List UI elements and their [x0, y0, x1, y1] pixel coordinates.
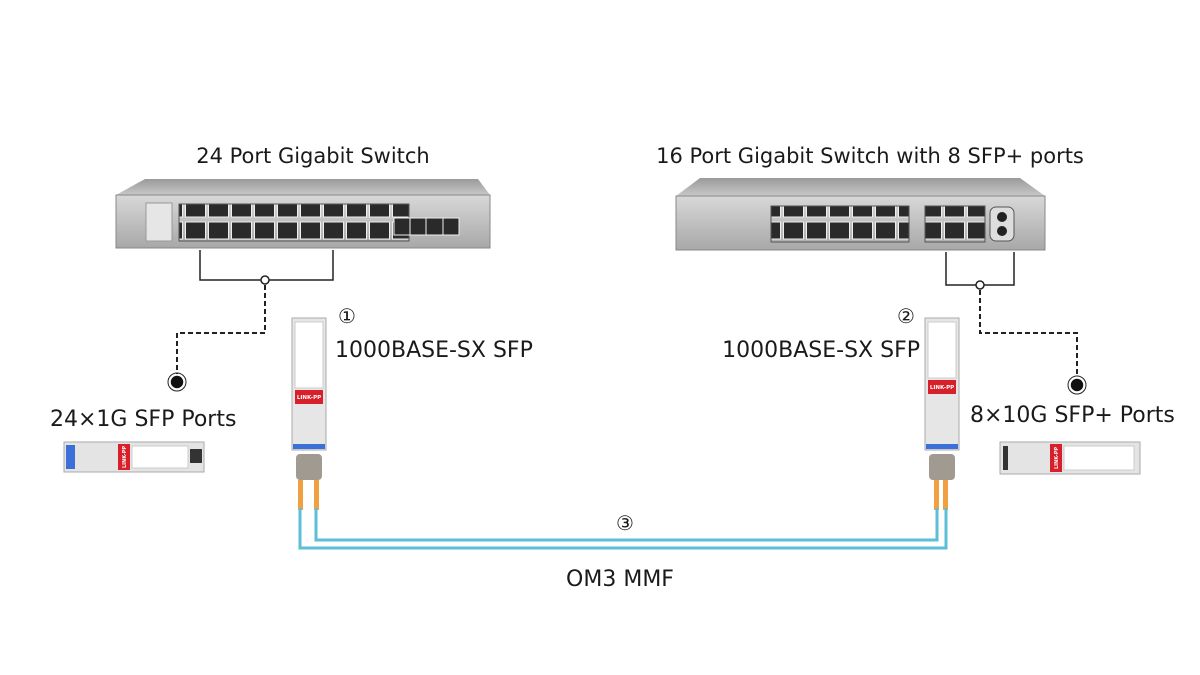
module-brand-right: LINK-PP: [1054, 447, 1060, 469]
module-brand-transceiver-1: LINK-PP: [297, 395, 321, 401]
left-switch: [115, 179, 491, 249]
transceiver-2-label: 1000BASE-SX SFP: [722, 338, 920, 363]
left-bracket-node: [260, 275, 270, 285]
left-port-marker: [169, 374, 185, 390]
right-switch: [675, 178, 1046, 251]
transceiver-2-number: ②: [897, 304, 915, 328]
right-dashed-leader: [979, 290, 1078, 377]
right-port-bracket: [945, 252, 1015, 286]
module-brand-transceiver-2: LINK-PP: [930, 385, 954, 391]
om3-fiber-cable: [298, 508, 948, 550]
transceiver-2: LINK-PP: [924, 317, 960, 510]
left-port-label: 24×1G SFP Ports: [50, 407, 236, 432]
right-switch-title: 16 Port Gigabit Switch with 8 SFP+ ports: [656, 144, 1084, 168]
transceiver-1-number: ①: [338, 304, 356, 328]
right-bracket-node: [975, 280, 985, 290]
right-port-marker: [1069, 377, 1085, 393]
module-brand-left: LINK-PP: [122, 446, 128, 468]
left-dashed-leader: [176, 285, 266, 374]
sfp-plus-module-right: LINK-PP: [999, 441, 1141, 475]
sfp-module-left: LINK-PP: [63, 441, 205, 473]
cable-number: ③: [616, 511, 634, 535]
left-switch-title: 24 Port Gigabit Switch: [196, 144, 430, 168]
right-port-label: 8×10G SFP+ Ports: [970, 403, 1175, 428]
cable-label: OM3 MMF: [566, 567, 674, 592]
transceiver-1: LINK-PP: [291, 317, 327, 510]
transceiver-1-label: 1000BASE-SX SFP: [335, 338, 533, 363]
